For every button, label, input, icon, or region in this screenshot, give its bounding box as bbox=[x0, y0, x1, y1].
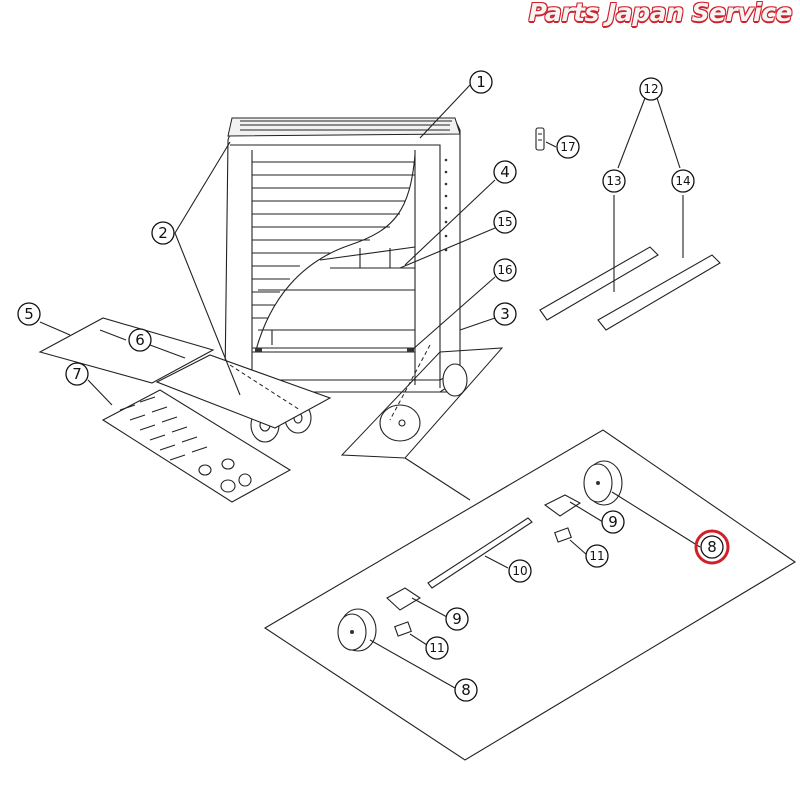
callout-9: 9 bbox=[601, 510, 625, 534]
svg-text:3: 3 bbox=[500, 305, 510, 323]
top-tray-grid bbox=[240, 124, 450, 131]
callout-11: 11 bbox=[425, 636, 449, 660]
callout-11: 11 bbox=[585, 544, 609, 568]
panel-5 bbox=[38, 317, 215, 384]
callout-4: 4 bbox=[493, 160, 517, 184]
callout-6: 6 bbox=[128, 328, 152, 352]
bar-14 bbox=[597, 254, 721, 331]
svg-text:9: 9 bbox=[452, 610, 462, 628]
bar-13 bbox=[539, 246, 659, 321]
svg-text:8: 8 bbox=[461, 681, 471, 699]
callout-1: 1 bbox=[469, 70, 493, 94]
callout-7: 7 bbox=[65, 362, 89, 386]
callout-8: 8 bbox=[454, 678, 478, 702]
callout-12: 12 bbox=[639, 77, 663, 101]
callout-5: 5 bbox=[17, 302, 41, 326]
svg-text:16: 16 bbox=[497, 263, 512, 277]
svg-text:11: 11 bbox=[589, 549, 604, 563]
tool-cabinet bbox=[224, 117, 468, 443]
callout-16: 16 bbox=[493, 258, 517, 282]
callout-2: 2 bbox=[151, 221, 175, 245]
callout-10: 10 bbox=[508, 559, 532, 583]
callout-3: 3 bbox=[493, 302, 517, 326]
svg-text:15: 15 bbox=[497, 215, 512, 229]
callout-13: 13 bbox=[602, 169, 626, 193]
svg-text:4: 4 bbox=[500, 163, 510, 181]
svg-text:7: 7 bbox=[72, 365, 82, 383]
key-17 bbox=[535, 127, 545, 151]
wheel-kit-parts bbox=[337, 460, 623, 652]
svg-text:8: 8 bbox=[707, 538, 717, 556]
wheel-area-outline bbox=[340, 347, 504, 459]
svg-text:2: 2 bbox=[158, 224, 168, 242]
callout-9: 9 bbox=[445, 607, 469, 631]
svg-text:5: 5 bbox=[24, 305, 34, 323]
brand-logo: Parts Japan Service bbox=[528, 0, 793, 27]
svg-text:6: 6 bbox=[135, 331, 145, 349]
wheel-kit-panel bbox=[263, 429, 797, 761]
svg-text:10: 10 bbox=[512, 564, 527, 578]
svg-text:13: 13 bbox=[606, 174, 621, 188]
svg-text:17: 17 bbox=[560, 140, 575, 154]
svg-text:12: 12 bbox=[643, 82, 658, 96]
svg-text:11: 11 bbox=[429, 641, 444, 655]
callout-8-highlighted[interactable]: 8 bbox=[694, 529, 730, 565]
svg-text:9: 9 bbox=[608, 513, 618, 531]
panel-6 bbox=[155, 354, 332, 429]
bolts bbox=[119, 396, 252, 493]
svg-text:14: 14 bbox=[675, 174, 690, 188]
callout-17: 17 bbox=[556, 135, 580, 159]
callout-15: 15 bbox=[493, 210, 517, 234]
callout-14: 14 bbox=[671, 169, 695, 193]
leader-lines bbox=[39, 84, 701, 689]
svg-text:1: 1 bbox=[476, 73, 486, 91]
